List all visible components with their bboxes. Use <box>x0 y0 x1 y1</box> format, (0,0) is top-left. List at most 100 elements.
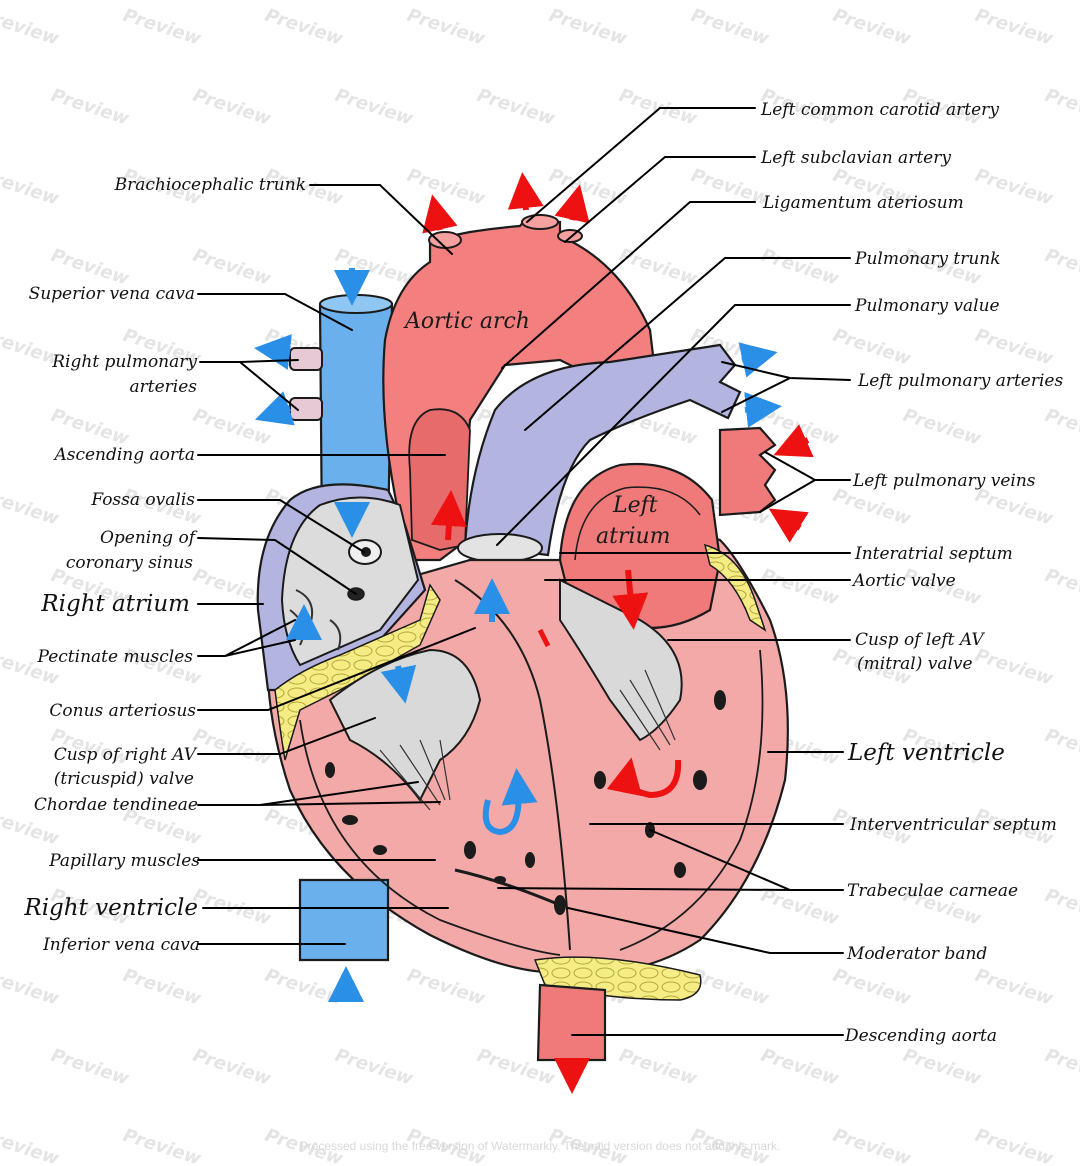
watermark-text: Preview <box>1042 1045 1080 1090</box>
watermark-text: Preview <box>48 85 131 130</box>
label-trabeculae-carneae: Trabeculae carneae <box>847 881 1018 901</box>
watermark-text: Preview <box>546 165 629 210</box>
label-conus-arteriosus: Conus arteriosus <box>49 701 196 721</box>
watermark-text: Preview <box>332 85 415 130</box>
svc-opening <box>319 294 393 314</box>
region-aortic-arch: Aortic arch <box>403 309 530 334</box>
watermark-text: Preview <box>0 5 62 50</box>
watermark-text: Preview <box>688 5 771 50</box>
watermark-text: Preview <box>0 165 62 210</box>
watermark-text: Preview <box>1042 565 1080 610</box>
label-cusp-right-av-1: Cusp of right AV <box>54 745 198 765</box>
watermark-text: Preview <box>758 565 841 610</box>
watermark-text: Preview <box>972 965 1055 1010</box>
watermark-text: Preview <box>262 5 345 50</box>
label-left-pulmonary-veins: Left pulmonary veins <box>852 471 1036 491</box>
left-pulmonary-veins <box>718 426 777 517</box>
label-chordae-tendineae: Chordae tendineae <box>34 795 198 815</box>
watermark-text: Preview <box>972 1125 1055 1166</box>
watermark-text: Preview <box>972 5 1055 50</box>
right-pulmonary-artery-lower <box>289 397 323 421</box>
watermark-text: Preview <box>190 85 273 130</box>
watermark-text: Preview <box>1042 405 1080 450</box>
watermark-text: Preview <box>688 965 771 1010</box>
fat-left <box>703 543 767 632</box>
watermark-text: Preview <box>120 965 203 1010</box>
watermark-text: Preview <box>900 405 983 450</box>
watermark-text: Preview <box>0 485 62 530</box>
watermark-text: Preview <box>0 965 62 1010</box>
label-pectinate-muscles: Pectinate muscles <box>37 647 194 667</box>
arrow-red-veins-2 <box>768 508 809 543</box>
label-left-subclavian-artery: Left subclavian artery <box>760 148 951 168</box>
arrow-blue-tricuspid <box>380 664 417 704</box>
label-right-ventricle: Right ventricle <box>23 895 198 921</box>
watermark-text: Preview <box>616 245 699 290</box>
arrow-red-small <box>537 628 551 648</box>
watermark-text: Preview <box>262 965 345 1010</box>
watermark-text: Preview <box>404 5 487 50</box>
label-papillary-muscles: Papillary muscles <box>48 851 200 871</box>
watermark-text: Preview <box>48 245 131 290</box>
watermark-text: Preview <box>0 1125 62 1166</box>
watermark-text: Preview <box>830 1125 913 1166</box>
chordae-right <box>379 739 451 811</box>
watermark-text: Preview <box>1042 885 1080 930</box>
label-cusp-left-av-1: Cusp of left AV <box>855 630 985 650</box>
trabeculae-spots <box>325 690 726 915</box>
watermark-text: Preview <box>404 965 487 1010</box>
moderator-band <box>454 868 561 907</box>
leader-lines <box>197 107 851 1036</box>
label-cusp-right-av-2: (tricuspid) valve <box>54 769 194 789</box>
left-atrium-inner <box>574 486 701 561</box>
label-moderator-band: Moderator band <box>846 944 987 964</box>
arrow-blue-rpa-2 <box>254 391 295 426</box>
arrow-red-mitral <box>612 569 649 630</box>
watermark-text: Preview <box>830 5 913 50</box>
label-opening-coronary-sinus-2: coronary sinus <box>66 553 193 573</box>
arrow-blue-lpa-1 <box>738 342 778 378</box>
arrow-red-subclavian <box>554 184 590 224</box>
label-pulmonary-value: Pulmonary value <box>854 296 1000 316</box>
arrow-red-carotid <box>507 172 544 211</box>
watermark-text: Preview <box>758 245 841 290</box>
label-right-pulmonary-arteries-2: arteries <box>129 377 197 397</box>
labels: Left common carotid artery Left subclavi… <box>23 100 1063 1046</box>
watermark-text: Preview <box>120 5 203 50</box>
inferior-vena-cava <box>298 878 390 962</box>
fossa-ovalis-center <box>361 547 371 557</box>
label-pulmonary-trunk: Pulmonary trunk <box>854 249 1001 269</box>
watermark-text: Preview <box>830 325 913 370</box>
chordae-left <box>619 669 676 751</box>
arrow-red-ventricle <box>606 757 682 799</box>
watermark-text: Preview <box>332 245 415 290</box>
arrow-blue-rpa-1 <box>254 334 292 370</box>
watermark-text: Preview <box>830 965 913 1010</box>
label-right-atrium: Right atrium <box>40 591 190 617</box>
label-ascending-aorta: Ascending aorta <box>52 445 195 465</box>
watermark-text: Preview <box>830 485 913 530</box>
ascending-aorta-lumen <box>408 408 471 551</box>
pulmonary-valve-ring <box>457 533 543 563</box>
label-inferior-vena-cava: Inferior vena cava <box>42 935 200 955</box>
watermark-text: Preview <box>190 405 273 450</box>
watermark-text: Preview <box>546 5 629 50</box>
watermark-text: Preview <box>474 85 557 130</box>
label-cusp-left-av-2: (mitral) valve <box>857 654 973 674</box>
label-right-pulmonary-arteries-1: Right pulmonary <box>51 352 197 372</box>
region-left-atrium-2: atrium <box>596 524 671 549</box>
blood-flow-arrows <box>254 172 814 1094</box>
label-left-pulmonary-arteries: Left pulmonary arteries <box>857 371 1063 391</box>
watermark-text: Preview <box>48 1045 131 1090</box>
arrow-red-ascending <box>430 490 467 541</box>
watermark-text: Preview <box>190 1045 273 1090</box>
brachiocephalic-opening <box>428 231 462 249</box>
watermark-text: Preview <box>1042 85 1080 130</box>
label-ligamentum-ateriosum: Ligamentum ateriosum <box>762 193 964 213</box>
fat-right <box>274 583 441 761</box>
label-fossa-ovalis: Fossa ovalis <box>90 490 195 510</box>
arrow-red-veins-1 <box>773 424 814 458</box>
watermark-text: Preview <box>332 1045 415 1090</box>
watermark-text: Preview <box>758 1045 841 1090</box>
